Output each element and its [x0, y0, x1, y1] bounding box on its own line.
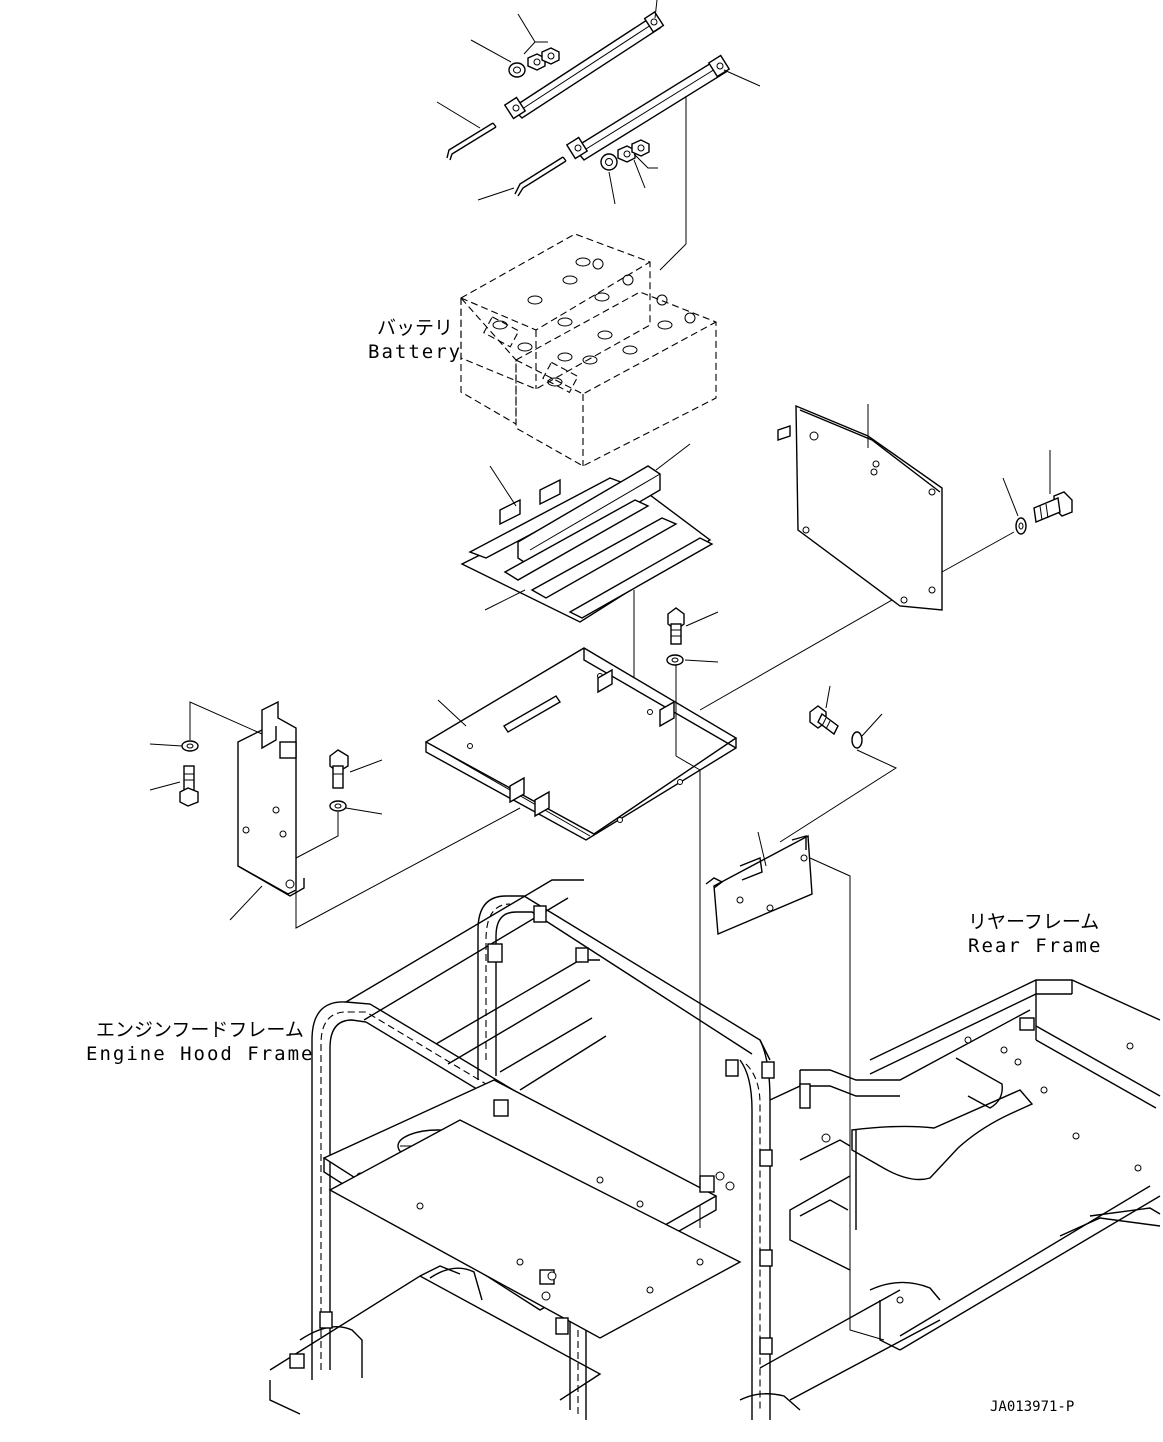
washer-tray-right[interactable]: [851, 731, 863, 749]
leader-lines-right-fasteners: [779, 685, 898, 843]
battery-cover-plate[interactable]: [777, 404, 943, 611]
bracket-left[interactable]: [237, 700, 305, 897]
j-bolt-right[interactable]: [514, 156, 567, 197]
battery-right[interactable]: [483, 291, 717, 467]
leader-lines-tray-fasteners: [684, 611, 719, 663]
bracket-right[interactable]: [705, 834, 813, 936]
battery-spacer-strips[interactable]: [468, 465, 714, 619]
battery-clamp-bar-upper[interactable]: [503, 11, 665, 120]
battery-label: バッテリ Battery: [368, 317, 462, 363]
engine-hood-frame-label: エンジンフードフレーム Engine Hood Frame: [86, 1019, 314, 1065]
rear-frame[interactable]: [759, 979, 1161, 1401]
svg-text:バッテリ: バッテリ: [377, 317, 453, 339]
nut-washer-set-upper[interactable]: [508, 47, 560, 78]
bolt-tray-right[interactable]: [809, 705, 839, 736]
bolt-bracket-left[interactable]: [179, 765, 199, 807]
j-bolt-left[interactable]: [446, 122, 497, 161]
leader-lines-tray: [437, 591, 907, 1228]
bolt-bracket-center[interactable]: [329, 749, 349, 789]
leader-lines-left-bracket: [149, 701, 521, 929]
rear-frame-label: リヤーフレーム Rear Frame: [968, 911, 1102, 957]
drawing-number: JA013971-P: [990, 1399, 1074, 1415]
svg-text:Rear Frame: Rear Frame: [968, 935, 1102, 957]
nut-washer-set-lower[interactable]: [600, 139, 650, 171]
engine-hood-frame[interactable]: [269, 879, 801, 1420]
svg-text:Battery: Battery: [368, 341, 462, 363]
washer-tray-center[interactable]: [666, 654, 684, 666]
svg-text:Engine Hood Frame: Engine Hood Frame: [86, 1043, 314, 1065]
leader-lines-top: [436, 0, 761, 271]
washer-cover[interactable]: [1015, 517, 1027, 535]
battery-left[interactable]: [460, 233, 651, 425]
leader-lines-right-bracket: [757, 831, 885, 1341]
bolt-cover[interactable]: [1033, 491, 1073, 523]
bolt-tray-center[interactable]: [667, 607, 685, 645]
svg-text:JA013971-P: JA013971-P: [990, 1399, 1074, 1415]
svg-text:リヤーフレーム: リヤーフレーム: [968, 911, 1099, 933]
svg-text:エンジンフードフレーム: エンジンフードフレーム: [96, 1019, 304, 1041]
battery-tray[interactable]: [424, 647, 738, 841]
battery-clamp-bar-lower[interactable]: [565, 54, 731, 161]
washer-bracket-center[interactable]: [329, 800, 347, 812]
leader-lines-cover: [867, 404, 1051, 573]
washer-bracket-left[interactable]: [181, 740, 199, 752]
